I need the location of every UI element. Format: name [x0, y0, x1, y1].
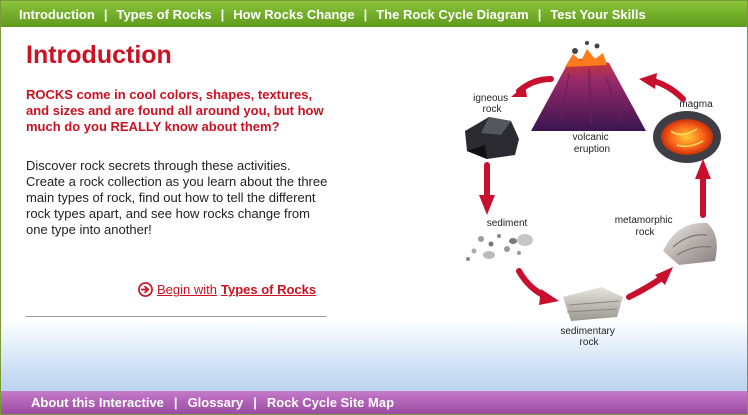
nav-about-this-interactive[interactable]: About this Interactive: [31, 395, 164, 410]
sedimentary-rock-label: sedimentary rock: [560, 326, 617, 348]
nav-rock-cycle-site-map[interactable]: Rock Cycle Site Map: [266, 395, 395, 410]
nav-introduction[interactable]: Introduction: [19, 6, 95, 22]
nav-separator: |: [103, 6, 108, 22]
nav-separator: |: [220, 6, 225, 22]
intro-lead-text: ROCKS come in cool colors, shapes, textu…: [26, 87, 324, 134]
arrow-sediment-to-sedimentary: [516, 268, 559, 305]
begin-link-target: Types of Rocks: [220, 282, 317, 297]
cycle-arrows: [479, 73, 711, 305]
volcanic-eruption-label: volcanic eruption: [573, 132, 612, 155]
nav-types-of-rocks[interactable]: Types of Rocks: [116, 6, 212, 22]
volcano-icon: [531, 41, 646, 131]
arrow-sedimentary-to-metamorphic: [626, 267, 673, 300]
arrow-igneous-to-sediment: [479, 162, 495, 215]
nav-separator: |: [173, 395, 178, 410]
metamorphic-rock-icon: [663, 222, 717, 265]
nav-glossary[interactable]: Glossary: [187, 395, 244, 410]
arrow-volcano-to-igneous: [511, 76, 554, 97]
nav-separator: |: [537, 6, 542, 22]
magma-icon: [653, 111, 721, 163]
igneous-rock-label: igneous rock: [473, 93, 511, 115]
top-navigation: Introduction | Types of Rocks | How Rock…: [1, 1, 747, 27]
begin-types-of-rocks-link[interactable]: Begin with Types of Rocks: [138, 282, 316, 297]
nav-separator: |: [363, 6, 368, 22]
arrow-magma-to-volcano: [639, 73, 686, 102]
nav-how-rocks-change[interactable]: How Rocks Change: [233, 6, 355, 22]
nav-separator: |: [253, 395, 257, 410]
content-divider: [26, 316, 326, 317]
nav-rock-cycle-diagram[interactable]: The Rock Cycle Diagram: [376, 6, 529, 22]
arrow-circle-icon: [138, 282, 153, 297]
begin-link-prefix: Begin with: [157, 282, 217, 297]
page-title: Introduction: [26, 41, 172, 69]
sediment-icon: [466, 234, 533, 261]
bottom-navigation: About this Interactive | Glossary | Rock…: [1, 391, 747, 414]
magma-label: magma: [679, 99, 713, 110]
metamorphic-rock-label: metamorphic rock: [615, 215, 676, 238]
intro-body-text: Discover rock secrets through these acti…: [26, 158, 328, 237]
sediment-label: sediment: [487, 218, 528, 229]
nav-test-your-skills[interactable]: Test Your Skills: [550, 6, 646, 22]
arrow-metamorphic-to-magma: [695, 159, 711, 218]
rock-cycle-diagram: volcanic eruption igneous rock magma: [465, 41, 721, 348]
igneous-rock-icon: [465, 117, 519, 159]
sedimentary-rock-icon: [563, 287, 623, 321]
